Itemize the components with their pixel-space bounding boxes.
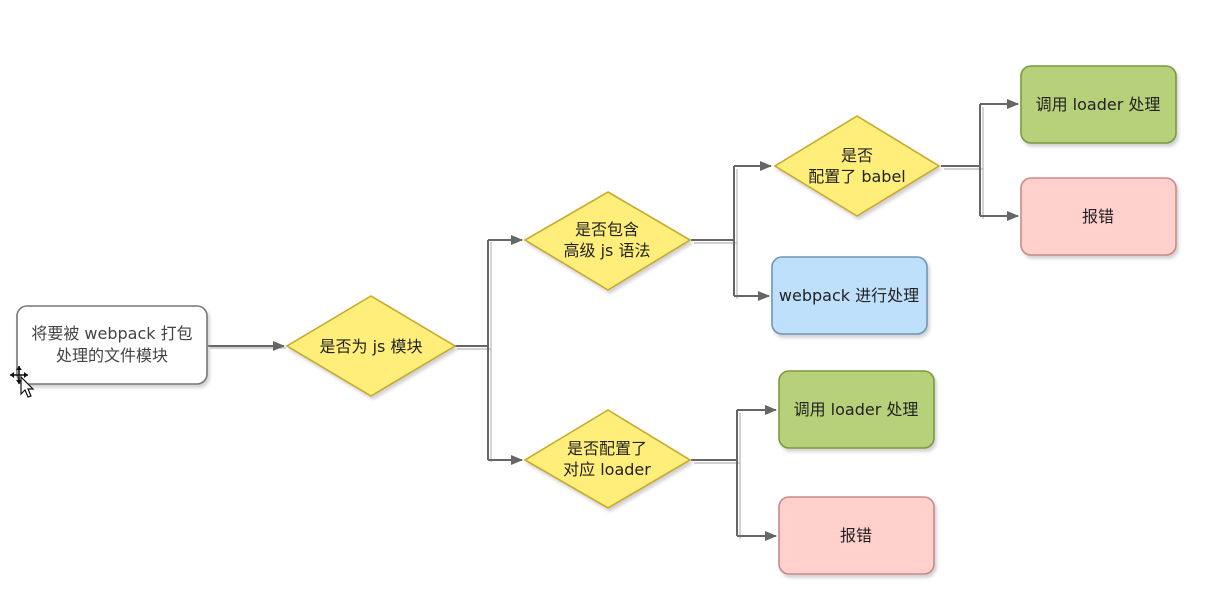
decision-has-advanced-syntax: 是否包含 高级 js 语法 — [523, 191, 692, 291]
start-node-line-1: 将要被 webpack 打包 — [31, 324, 192, 343]
decision-babel-line-1: 是否 — [841, 146, 873, 165]
connector-lines — [208, 99, 1019, 541]
result-error-top-text: 报错 — [1082, 207, 1114, 226]
decision-has-advanced-line-2: 高级 js 语法 — [564, 241, 651, 260]
edge-has-loader-split — [691, 405, 777, 541]
decision-has-loader-line-1: 是否配置了 — [567, 439, 647, 458]
result-error-bottom-text: 报错 — [840, 526, 872, 545]
result-webpack-process: webpack 进行处理 — [771, 256, 928, 335]
result-error-bottom: 报错 — [778, 496, 935, 575]
result-loader-ok-top-text: 调用 loader 处理 — [1036, 95, 1161, 114]
result-loader-ok-top: 调用 loader 处理 — [1020, 65, 1177, 144]
result-loader-ok-bottom: 调用 loader 处理 — [778, 370, 935, 449]
flowchart-nodes: 将要被 webpack 打包 处理的文件模块 是否为 js 模块 是否包含 高级… — [16, 65, 1177, 575]
start-node: 将要被 webpack 打包 处理的文件模块 — [16, 305, 208, 385]
result-loader-ok-bottom-text: 调用 loader 处理 — [794, 400, 919, 419]
edge-babel-split — [941, 99, 1019, 221]
decision-is-js-module-text: 是否为 js 模块 — [320, 337, 423, 356]
start-node-line-2: 处理的文件模块 — [56, 346, 168, 365]
decision-has-advanced-line-1: 是否包含 — [575, 220, 639, 239]
decision-has-loader: 是否配置了 对应 loader — [523, 409, 692, 509]
edge-start-to-is-js — [208, 341, 286, 351]
decision-babel-configured: 是否 配置了 babel — [773, 115, 941, 217]
decision-is-js-module: 是否为 js 模块 — [285, 295, 457, 397]
move-cursor-icon — [10, 366, 35, 398]
result-error-top: 报错 — [1020, 177, 1177, 256]
edge-has-advanced-split — [691, 161, 772, 301]
decision-babel-line-2: 配置了 babel — [808, 167, 906, 186]
decision-has-loader-line-2: 对应 loader — [563, 460, 651, 479]
result-webpack-process-text: webpack 进行处理 — [779, 286, 919, 305]
edge-is-js-split — [454, 240, 492, 462]
